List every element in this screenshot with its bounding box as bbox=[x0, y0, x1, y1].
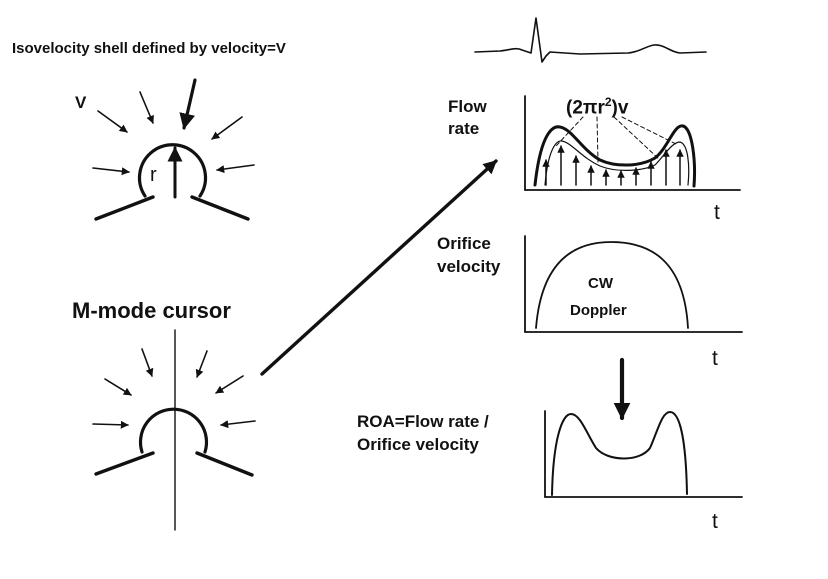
inflow-arrow bbox=[141, 348, 154, 377]
ecg-trace bbox=[474, 17, 707, 63]
flow-dashed-lines bbox=[555, 116, 679, 163]
mmode-caption: M-mode cursor bbox=[72, 298, 231, 323]
shell-hemisphere bbox=[137, 143, 208, 198]
inflow-arrow bbox=[92, 420, 129, 429]
mmode-hemisphere bbox=[138, 407, 209, 454]
flow-formula-prefix: (2πr bbox=[566, 97, 605, 119]
flow-rate-inner-curve bbox=[544, 140, 690, 186]
flow-formula-suffix: )v bbox=[611, 97, 629, 119]
flow-velocity-arrows bbox=[542, 145, 684, 186]
flow-formula-exponent: 2 bbox=[604, 95, 612, 109]
mmode-wall-right bbox=[195, 451, 254, 477]
flow-formula: (2πr2)v bbox=[566, 95, 628, 120]
flow-label-line1: Flow bbox=[448, 97, 487, 116]
roa-curve bbox=[551, 411, 688, 496]
radius-symbol: r bbox=[150, 164, 157, 186]
flow-rate-panel bbox=[524, 95, 741, 191]
velocity-symbol: V bbox=[75, 93, 87, 112]
dashed-line bbox=[613, 116, 661, 161]
orifice-wall-left bbox=[94, 195, 155, 221]
roa-label-line2: Orifice velocity bbox=[357, 435, 479, 454]
inflow-arrow bbox=[104, 378, 132, 396]
cw-doppler-envelope bbox=[535, 241, 689, 329]
mmode-inflow-arrows bbox=[92, 348, 256, 429]
inflow-arrows bbox=[92, 91, 255, 176]
orifice-velocity-panel bbox=[524, 235, 743, 333]
mmode-shell-group bbox=[92, 329, 256, 531]
inflow-arrow bbox=[215, 375, 244, 394]
cw-label: CW bbox=[588, 275, 613, 292]
inflow-arrow bbox=[195, 350, 208, 378]
inflow-arrow bbox=[92, 167, 130, 176]
inflow-arrow bbox=[216, 164, 255, 173]
velocity-label-line2: velocity bbox=[437, 257, 501, 276]
inflow-arrow bbox=[220, 420, 256, 429]
roa-label-line1: ROA=Flow rate / bbox=[357, 412, 489, 431]
doppler-label: Doppler bbox=[570, 302, 627, 319]
mmode-to-flow-arrow bbox=[260, 159, 498, 376]
flow-axis-t: t bbox=[714, 201, 720, 224]
roa-panel bbox=[544, 410, 743, 498]
orifice-wall-right bbox=[190, 195, 250, 221]
flow-rate-curve bbox=[533, 124, 696, 188]
dashed-line bbox=[596, 116, 599, 163]
roa-axis-t: t bbox=[712, 510, 718, 533]
dashed-line bbox=[621, 116, 679, 146]
dashed-line bbox=[555, 116, 584, 147]
inflow-arrow bbox=[97, 110, 128, 133]
velocity-axis-t: t bbox=[712, 347, 718, 370]
mmode-wall-left bbox=[94, 451, 155, 476]
inflow-arrow bbox=[139, 91, 154, 124]
flow-label-line2: rate bbox=[448, 119, 480, 138]
shell-caption: Isovelocity shell defined by velocity=V bbox=[12, 40, 286, 57]
inflow-arrow bbox=[211, 116, 243, 140]
velocity-label-line1: Orifice bbox=[437, 234, 491, 253]
isovelocity-shell-group bbox=[92, 78, 255, 221]
caption-pointer-arrow bbox=[179, 78, 197, 130]
